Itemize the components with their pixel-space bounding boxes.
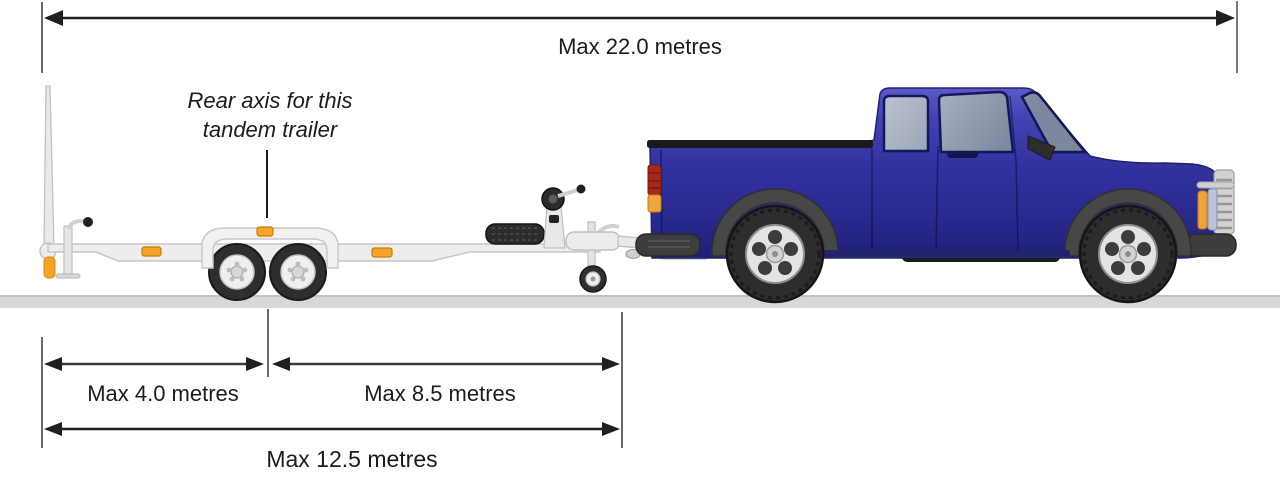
rear-overhang-label: Max 4.0 metres bbox=[87, 381, 239, 406]
door-handle bbox=[947, 151, 978, 158]
trailer-fender bbox=[201, 227, 339, 269]
trailer-total-label: Max 12.5 metres bbox=[266, 446, 437, 472]
ground-strip bbox=[0, 295, 1280, 308]
winch-handle-knob bbox=[576, 184, 586, 194]
front-bumper bbox=[1185, 233, 1237, 257]
rear-axis-note-line2: tandem trailer bbox=[203, 117, 339, 142]
quarter-window bbox=[882, 94, 930, 153]
trailer-mast bbox=[43, 85, 55, 249]
arrowhead-left bbox=[44, 10, 63, 26]
rear-axis-annotation: Rear axis for this tandem trailer bbox=[187, 88, 353, 218]
bed-rail bbox=[647, 140, 873, 148]
dimension-trailer-total: Max 12.5 metres bbox=[44, 422, 620, 472]
overall-length-label: Max 22.0 metres bbox=[558, 34, 722, 59]
side-reflector-rear bbox=[141, 246, 162, 257]
trailer-wheel-front bbox=[269, 243, 327, 301]
headlight-trim bbox=[1196, 181, 1235, 189]
trailer bbox=[39, 85, 707, 301]
arrowhead-right bbox=[1216, 10, 1235, 26]
trailer-tandem-wheels bbox=[208, 243, 327, 301]
door-window bbox=[937, 90, 1015, 154]
dimension-axle-to-coupling: Max 8.5 metres bbox=[272, 357, 620, 406]
dimension-bottom-group: Max 4.0 metres Max 8.5 metres Max 12.5 m… bbox=[41, 309, 623, 472]
trailer-corner-marker bbox=[43, 256, 56, 279]
pickup-truck bbox=[625, 87, 1237, 304]
turn-signal bbox=[1197, 190, 1208, 230]
front-fascia bbox=[1185, 169, 1237, 257]
headlight bbox=[1207, 188, 1218, 231]
wing-mirror bbox=[1027, 135, 1056, 161]
truck-rear-wheel bbox=[725, 204, 825, 304]
trailer-jack bbox=[55, 217, 93, 279]
axle-to-coupling-label: Max 8.5 metres bbox=[364, 381, 516, 406]
rear-axis-note-line1: Rear axis for this bbox=[187, 88, 352, 113]
side-reflector-front bbox=[371, 247, 393, 258]
jack-crank-knob bbox=[83, 217, 93, 227]
trailer-frame-beam bbox=[47, 243, 601, 262]
dimension-rear-overhang: Max 4.0 metres bbox=[44, 357, 264, 406]
dimension-overall-length: Max 22.0 metres bbox=[41, 1, 1238, 73]
truck-front-wheel bbox=[1078, 204, 1178, 304]
cab-windows bbox=[882, 90, 1088, 154]
taillight bbox=[647, 164, 662, 213]
winch-post bbox=[541, 184, 586, 249]
underbody-shadow bbox=[824, 250, 1070, 258]
fender-marker bbox=[256, 226, 274, 237]
trailer-wheel-rear bbox=[208, 243, 266, 301]
rear-bumper bbox=[635, 233, 701, 257]
front-wheel-arch bbox=[1064, 188, 1192, 257]
spare-tire bbox=[485, 223, 545, 245]
